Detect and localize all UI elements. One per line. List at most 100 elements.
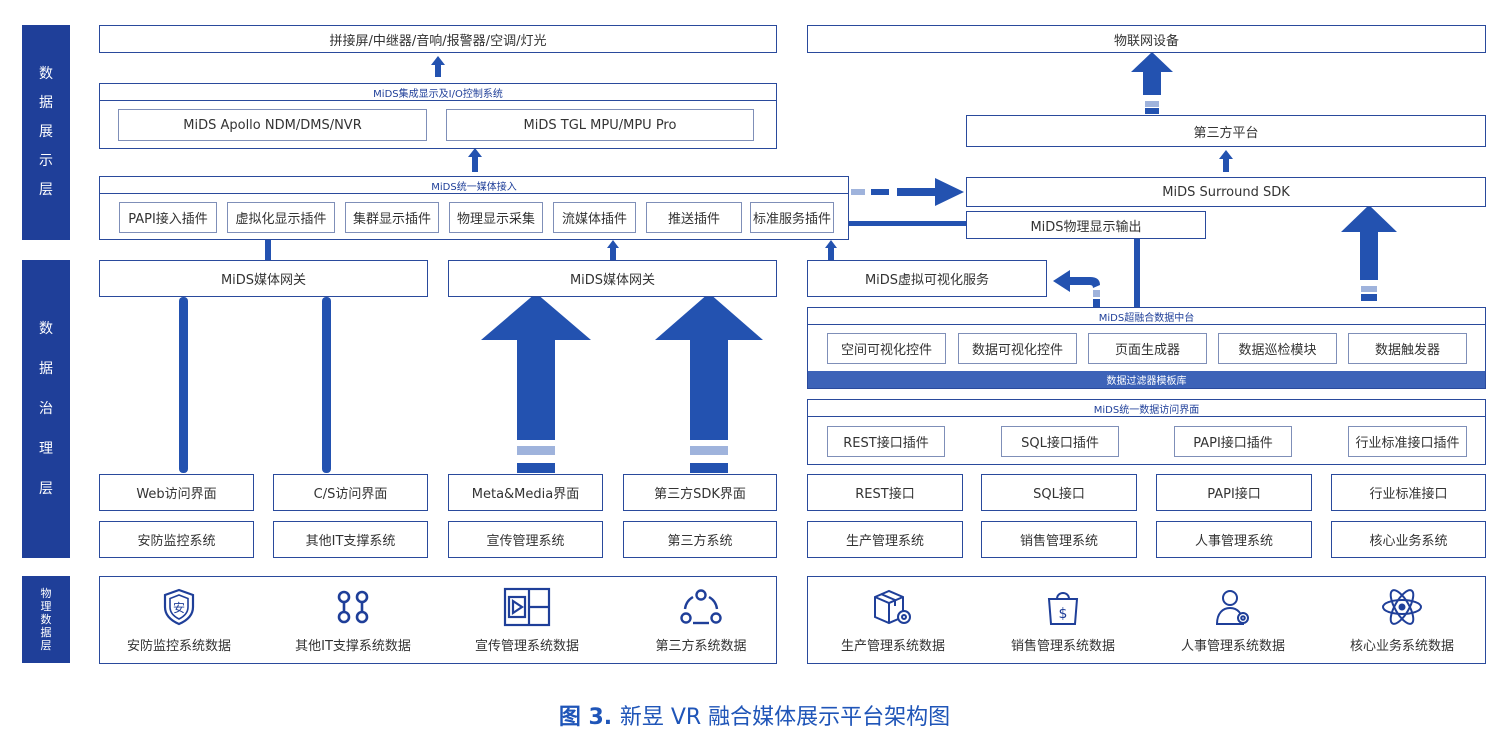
arrow-up-small (468, 148, 482, 172)
svg-text:安: 安 (173, 600, 185, 615)
arrow-dash (871, 189, 889, 195)
side-char: 示 (39, 153, 53, 169)
plugin-industry-standard: 行业标准接口插件 (1348, 426, 1467, 457)
system-core-business: 核心业务系统 (1331, 521, 1486, 558)
plugin-virtual-display: 虚拟化显示插件 (227, 202, 335, 233)
figure-number: 图 3. (558, 705, 613, 730)
system-third-party: 第三方系统 (623, 521, 777, 558)
plugin-papi-access: PAPI接入插件 (119, 202, 217, 233)
arrow-dash (1093, 299, 1100, 307)
module-spatial-viz: 空间可视化控件 (827, 333, 946, 364)
filter-template-bar: 数据过滤器模板库 (808, 371, 1485, 388)
arrow-right (897, 178, 964, 206)
arrow-dash (517, 446, 555, 455)
plugin-sql: SQL接口插件 (1001, 426, 1119, 457)
physical-item-label: 第三方系统数据 (655, 639, 747, 654)
io-item-apollo: MiDS Apollo NDM/DMS/NVR (118, 109, 427, 141)
system-sales: 销售管理系统 (981, 521, 1137, 558)
data-platform-title: MiDS超融合数据中台 (808, 308, 1485, 325)
svg-text:$: $ (1059, 606, 1068, 622)
interface-industry-standard: 行业标准接口 (1331, 474, 1486, 511)
side-char: 展 (39, 124, 53, 140)
io-control-system: MiDS集成显示及I/O控制系统 MiDS Apollo NDM/DMS/NVR… (99, 83, 777, 149)
data-platform-frame: MiDS超融合数据中台 空间可视化控件 数据可视化控件 页面生成器 数据巡检模块… (807, 307, 1486, 389)
physical-display-output-box: MiDS物理显示输出 (966, 211, 1206, 239)
arrow-up-large (481, 293, 591, 440)
connector-bar (179, 297, 188, 473)
arrow-dash (1145, 108, 1159, 114)
figure-caption: 图 3. 新昱 VR 融合媒体展示平台架构图 (0, 699, 1509, 731)
media-gateway-left: MiDS媒体网关 (99, 260, 428, 297)
interface-cs: C/S访问界面 (273, 474, 428, 511)
interface-meta-media: Meta&Media界面 (448, 474, 603, 511)
box-gear-icon (874, 589, 911, 625)
arrow-dash (1361, 294, 1377, 301)
plugin-papi: PAPI接口插件 (1174, 426, 1292, 457)
arrow-up-small (431, 56, 445, 77)
physical-item-it-support: 其他IT支撑系统数据 (278, 587, 428, 654)
physical-item-hr: 人事管理系统数据 (1158, 587, 1308, 654)
iot-devices-box: 物联网设备 (807, 25, 1486, 53)
third-party-platform-box: 第三方平台 (966, 115, 1486, 147)
side-char: 据 (39, 95, 53, 111)
side-char: 理 (39, 441, 53, 457)
physical-item-label: 其他IT支撑系统数据 (295, 639, 411, 654)
network-triangle-icon (680, 589, 722, 625)
arrow-dash (517, 463, 555, 473)
physical-item-security: 安 安防监控系统数据 (104, 587, 254, 654)
physical-item-label: 人事管理系统数据 (1180, 639, 1285, 654)
physical-item-sales: $ 销售管理系统数据 (988, 587, 1138, 654)
shield-icon: 安 (163, 588, 195, 626)
interface-third-party-sdk: 第三方SDK界面 (623, 474, 777, 511)
arrow-dash (1145, 101, 1159, 107)
virtual-viz-service-box: MiDS虚拟可视化服务 (807, 260, 1047, 297)
connector-line (265, 240, 271, 260)
side-char: 据 (40, 626, 52, 639)
side-label-governance: 数 据 治 理 层 (22, 260, 70, 558)
plugin-standard-service: 标准服务插件 (750, 202, 834, 233)
arrow-up-small (825, 240, 837, 261)
connector-bar (322, 297, 331, 473)
system-it-support: 其他IT支撑系统 (273, 521, 428, 558)
plugin-physical-capture: 物理显示采集 (449, 202, 543, 233)
physical-item-core: 核心业务系统数据 (1327, 587, 1477, 654)
system-security: 安防监控系统 (99, 521, 254, 558)
arrow-dash (1361, 286, 1377, 292)
physical-item-production: 生产管理系统数据 (818, 587, 968, 654)
side-char: 理 (40, 600, 52, 613)
module-page-generator: 页面生成器 (1088, 333, 1207, 364)
side-char: 数 (39, 321, 53, 337)
output-devices-box: 拼接屏/中继器/音响/报警器/空调/灯光 (99, 25, 777, 53)
module-data-viz: 数据可视化控件 (958, 333, 1077, 364)
side-char: 数 (39, 66, 53, 82)
side-char: 物 (40, 587, 52, 600)
plugin-cluster-display: 集群显示插件 (345, 202, 439, 233)
shopping-bag-icon: $ (1047, 592, 1079, 625)
physical-item-label: 生产管理系统数据 (840, 639, 945, 654)
surround-sdk-box: MiDS Surround SDK (966, 177, 1486, 207)
io-item-tgl: MiDS TGL MPU/MPU Pro (446, 109, 754, 141)
side-char: 据 (39, 361, 53, 377)
plugin-rest: REST接口插件 (827, 426, 945, 457)
io-control-title: MiDS集成显示及I/O控制系统 (100, 84, 776, 101)
arrow-dash (851, 189, 865, 195)
system-publicity: 宣传管理系统 (448, 521, 603, 558)
media-panel-icon (503, 587, 551, 627)
physical-item-label: 销售管理系统数据 (1010, 639, 1115, 654)
interface-sql: SQL接口 (981, 474, 1137, 511)
arrow-up-small (607, 240, 619, 261)
media-gateway-right: MiDS媒体网关 (448, 260, 777, 297)
connector-bar (1134, 238, 1140, 308)
module-data-inspection: 数据巡检模块 (1218, 333, 1337, 364)
side-label-physical: 物 理 数 据 层 (22, 576, 70, 663)
arrow-curve (1053, 270, 1100, 292)
data-access-title: MiDS统一数据访问界面 (808, 400, 1485, 417)
physical-item-label: 核心业务系统数据 (1349, 639, 1454, 654)
arrow-dash (690, 463, 728, 473)
atom-icon (1382, 589, 1422, 625)
system-hr: 人事管理系统 (1156, 521, 1312, 558)
figure-title: 新昱 VR 融合媒体展示平台架构图 (619, 705, 951, 730)
person-gear-icon (1215, 590, 1249, 625)
connector-line (849, 221, 967, 226)
